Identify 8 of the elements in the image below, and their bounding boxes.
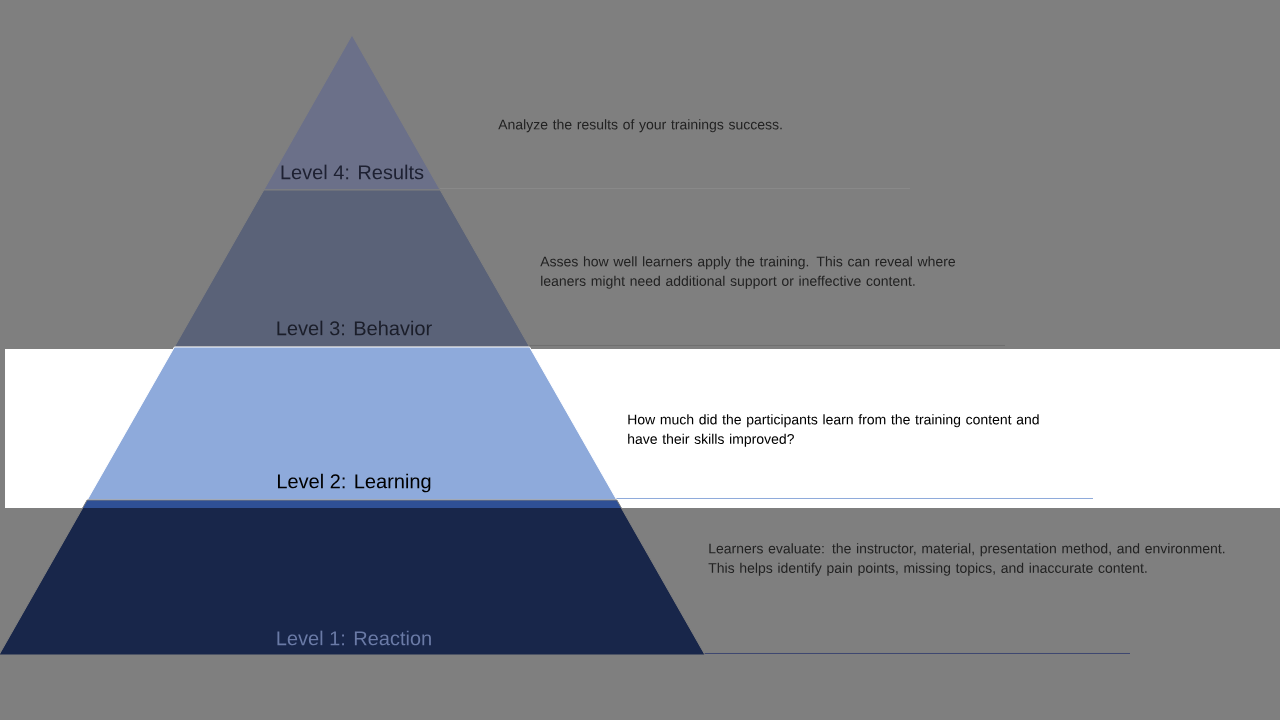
pyramid-tier: Level 2: Learning [86, 346, 618, 501]
description-text: Learners evaluate: the instructor, material, presentation method, and environment. This helps identify pain points, missing topics, and inaccurate content. [708, 543, 1225, 576]
pyramid-tier: Level 4: Results [263, 34, 441, 191]
description-text: Asses how well learners apply the training. This can reveal where leaners might need additional support or ineffective content. [540, 256, 956, 289]
description-text: Analyze the results of your trainings success. [498, 119, 782, 133]
pyramid-tier: Level 1: Reaction [0, 499, 706, 656]
description-text: How much did the participants learn from the training content and have their skills improved? [628, 414, 1039, 447]
pyramid-tier: Level 3: Behavior [173, 189, 531, 348]
